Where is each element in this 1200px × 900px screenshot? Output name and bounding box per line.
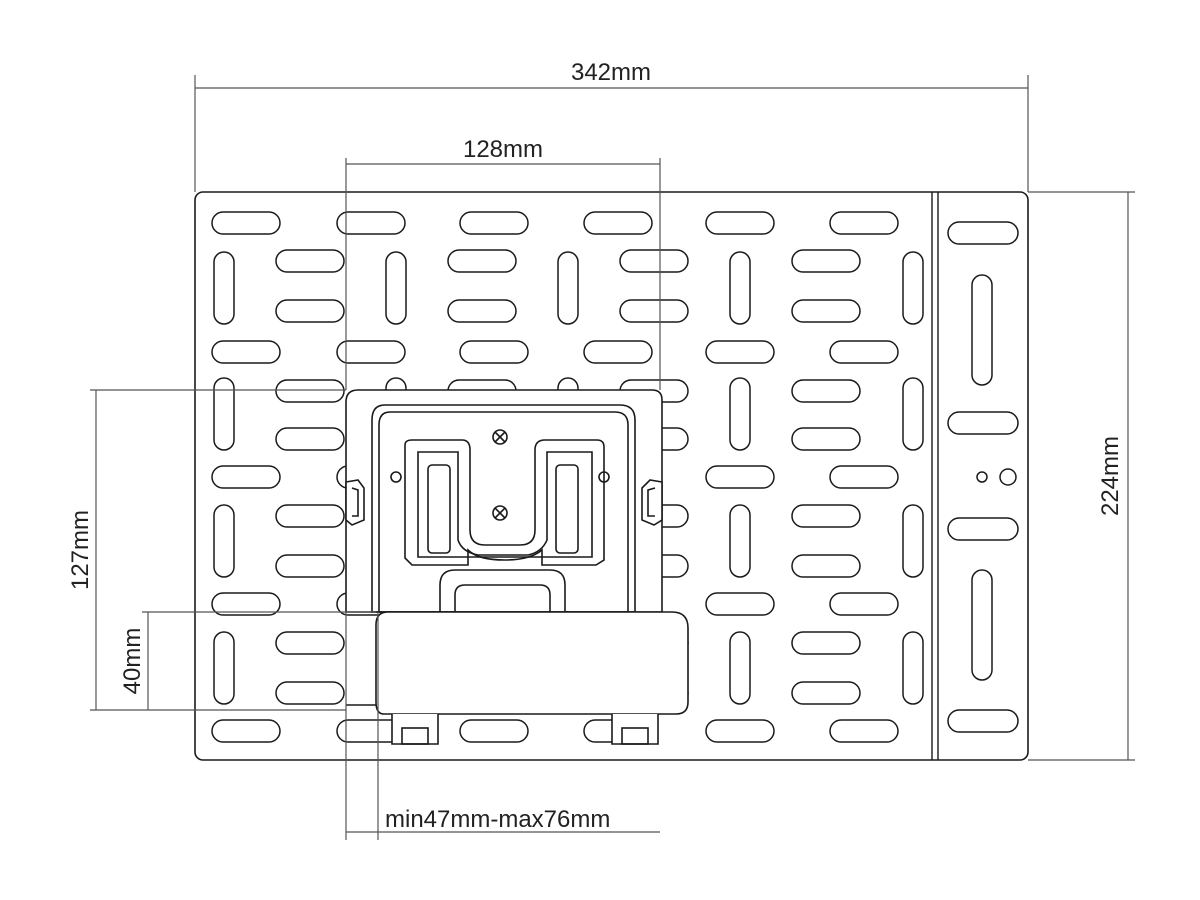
channel-slot-right (555, 464, 579, 554)
plate-slot (275, 504, 345, 528)
plate-slot (336, 340, 406, 364)
plate-slot (275, 631, 345, 655)
plate-slot (275, 249, 345, 273)
clamp-right (611, 714, 659, 745)
plate-slot (705, 719, 775, 743)
plate-slot (729, 504, 751, 578)
bracket-channel (404, 439, 605, 566)
side-vertical-slot (971, 274, 993, 386)
plate-slot (211, 719, 281, 743)
plate-slot (902, 631, 924, 705)
plate-slot (791, 379, 861, 403)
plate-slot (459, 719, 529, 743)
plate-slot (275, 379, 345, 403)
side-clip-left (345, 479, 365, 526)
plate-slot (213, 504, 235, 578)
bracket-back-plate (345, 389, 663, 613)
plate-slot (275, 554, 345, 578)
side-clip-right (641, 479, 663, 526)
clamp-right-tab (621, 727, 649, 745)
plate-slot (275, 299, 345, 323)
bracket-lower-aperture (439, 569, 566, 612)
plate-slot (705, 211, 775, 235)
plate-slot (729, 631, 751, 705)
plate-slot (385, 251, 407, 325)
channel-slot-left (427, 464, 451, 554)
plate-slot (336, 211, 406, 235)
plate-slot (705, 340, 775, 364)
side-clip-right-inner (647, 487, 656, 517)
clamp-left (391, 714, 439, 745)
side-slot (947, 517, 1019, 541)
plate-slot (459, 211, 529, 235)
label-overall-width: 342mm (571, 59, 651, 86)
bracket-channel-inner (417, 451, 593, 558)
plate-slot (459, 340, 529, 364)
plate-slot (791, 249, 861, 273)
plate-slot (791, 299, 861, 323)
plate-slot (619, 299, 689, 323)
plate-slot (829, 592, 899, 616)
plate-slot (705, 465, 775, 489)
side-slot (947, 221, 1019, 245)
plate-slot (447, 299, 517, 323)
mounting-plate (194, 191, 1029, 761)
plate-slot (211, 211, 281, 235)
plate-slot (557, 251, 579, 325)
plate-slot (447, 249, 517, 273)
label-shelf-height: 40mm (119, 628, 146, 695)
plate-slot (729, 251, 751, 325)
screw-slot (494, 507, 506, 519)
side-hole (999, 468, 1017, 486)
plate-slot (213, 631, 235, 705)
plate-slot (791, 631, 861, 655)
label-hole-spacing: 128mm (463, 136, 543, 163)
side-vertical-slot (971, 569, 993, 681)
dimension-lines (90, 75, 1135, 840)
screw-slot (494, 431, 506, 443)
device-bracket (345, 389, 689, 745)
label-clamp-range: min47mm-max76mm (385, 806, 610, 833)
plate-slot (791, 554, 861, 578)
plate-slot (275, 681, 345, 705)
plate-slot (275, 427, 345, 451)
plate-slot (729, 377, 751, 451)
side-slot (947, 411, 1019, 435)
plate-slot (211, 340, 281, 364)
plate-slot (705, 592, 775, 616)
plate-slot (213, 251, 235, 325)
side-slot (947, 709, 1019, 733)
plate-slot (583, 211, 653, 235)
plate-slot (791, 427, 861, 451)
rivet-icon (598, 471, 610, 483)
bracket-shelf (375, 611, 689, 715)
plate-slot (213, 377, 235, 451)
label-overall-height: 224mm (1097, 436, 1124, 516)
plate-slot (829, 211, 899, 235)
plate-slot (583, 340, 653, 364)
plate-slot (211, 592, 281, 616)
plate-slot (791, 504, 861, 528)
plate-slot (829, 340, 899, 364)
side-strip (947, 221, 1019, 733)
plate-slot (791, 681, 861, 705)
plate-slot (902, 504, 924, 578)
side-hole (976, 471, 988, 483)
rivet-icon (390, 471, 402, 483)
side-clip-left-inner (351, 487, 359, 517)
plate-slot (902, 377, 924, 451)
label-bracket-height: 127mm (67, 510, 94, 590)
plate-slot (211, 465, 281, 489)
plate-slot (829, 719, 899, 743)
clamp-left-tab (401, 727, 429, 745)
plate-slot (829, 465, 899, 489)
bracket-lower-aperture-inner (454, 584, 551, 612)
plate-slot (902, 251, 924, 325)
plate-slot (619, 249, 689, 273)
